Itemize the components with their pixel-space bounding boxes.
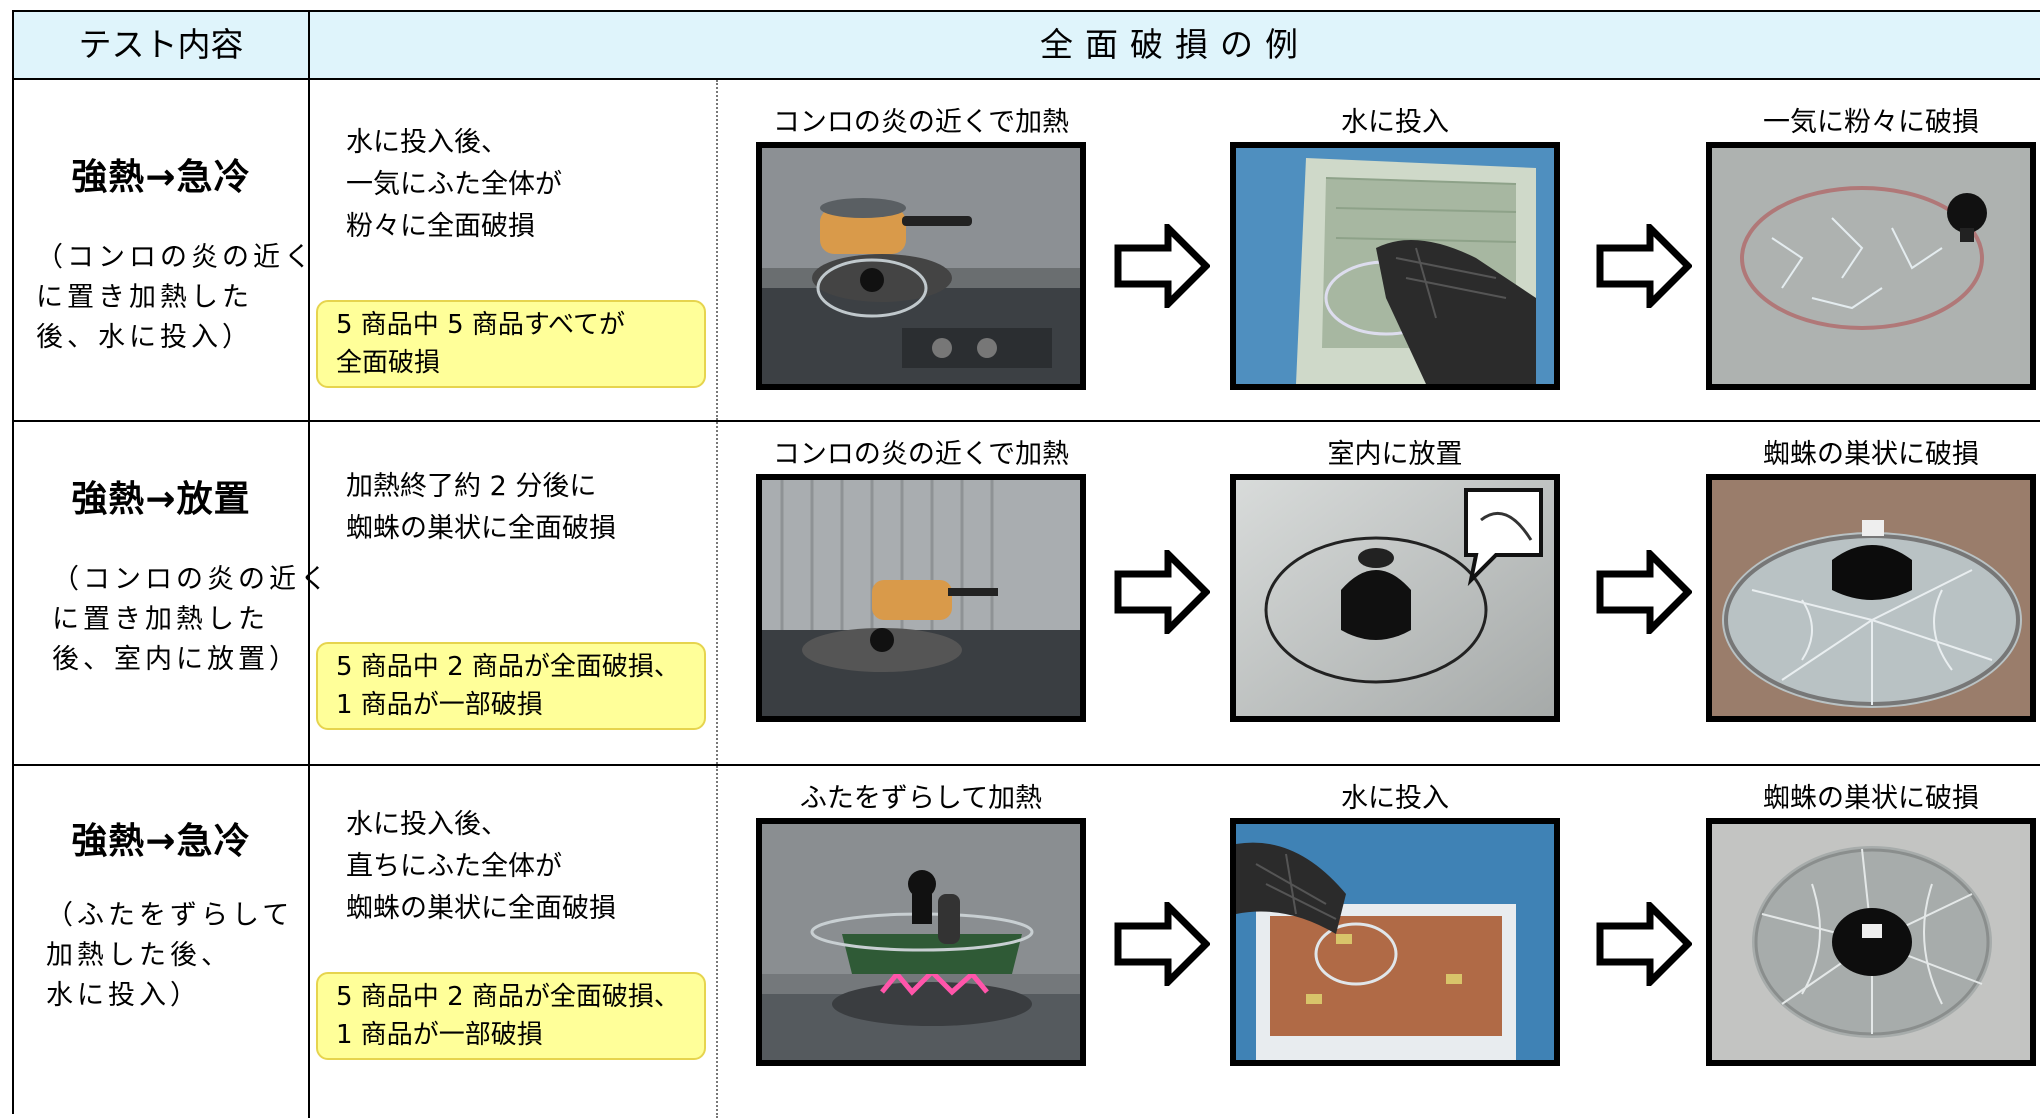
test-result-table: テスト内容 全面破損の例 強熱→急冷 （コンロの炎の近く に置き加熱した 後、水… bbox=[12, 10, 2040, 1118]
dotted-divider bbox=[716, 766, 718, 1118]
result-badge: 5 商品中 2 商品が全面破損、 1 商品が一部破損 bbox=[316, 972, 706, 1060]
table-header: テスト内容 全面破損の例 bbox=[14, 12, 2040, 80]
step-caption: 室内に放置 bbox=[1327, 439, 1463, 470]
step-caption: 水に投入 bbox=[1341, 783, 1449, 814]
result-badge: 5 商品中 2 商品が全面破損、 1 商品が一部破損 bbox=[316, 642, 706, 730]
stove-heating-photo bbox=[756, 142, 1086, 390]
table-row: 強熱→急冷 （コンロの炎の近く に置き加熱した 後、水に投入） 水に投入後、 一… bbox=[14, 80, 2040, 422]
dropping-in-water-photo bbox=[1230, 142, 1560, 390]
step-caption: コンロの炎の近くで加熱 bbox=[772, 107, 1070, 138]
right-arrow-icon bbox=[1596, 224, 1692, 308]
offset-lid-heating-photo bbox=[756, 818, 1086, 1066]
row-description: 水に投入後、 直ちにふた全体が 蜘蛛の巣状に全面破損 bbox=[346, 809, 616, 924]
row-subtitle: （コンロの炎の近く に置き加熱した 後、水に投入） bbox=[36, 242, 315, 353]
step-caption: 蜘蛛の巣状に破損 bbox=[1763, 439, 1979, 470]
row-subtitle: （ふたをずらして 加熱した後、 水に投入） bbox=[46, 900, 294, 1011]
row-title: 強熱→放置 bbox=[71, 479, 251, 520]
header-test-content: テスト内容 bbox=[14, 12, 310, 78]
row-title: 強熱→急冷 bbox=[71, 821, 251, 862]
right-arrow-icon bbox=[1114, 550, 1210, 634]
dotted-divider bbox=[716, 422, 718, 764]
spiderweb-cracked-lid-photo bbox=[1706, 818, 2036, 1066]
spiderweb-cracked-lid-photo bbox=[1706, 474, 2036, 722]
row-title: 強熱→急冷 bbox=[71, 157, 251, 198]
stove-heating-photo bbox=[756, 474, 1086, 722]
right-arrow-icon bbox=[1596, 550, 1692, 634]
column-divider bbox=[308, 422, 310, 764]
shattered-lid-photo bbox=[1706, 142, 2036, 390]
column-divider bbox=[308, 80, 310, 420]
step-caption: コンロの炎の近くで加熱 bbox=[772, 439, 1070, 470]
table-row: 強熱→急冷 （ふたをずらして 加熱した後、 水に投入） 水に投入後、 直ちにふた… bbox=[14, 766, 2040, 1118]
row-description: 水に投入後、 一気にふた全体が 粉々に全面破損 bbox=[346, 127, 562, 242]
step-caption: 一気に粉々に破損 bbox=[1763, 107, 1979, 138]
right-arrow-icon bbox=[1114, 902, 1210, 986]
table-row: 強熱→放置 （コンロの炎の近く に置き加熱した 後、室内に放置） 加熱終了約 2… bbox=[14, 422, 2040, 766]
step-caption: ふたをずらして加熱 bbox=[799, 783, 1043, 814]
row-subtitle: （コンロの炎の近く に置き加熱した 後、室内に放置） bbox=[52, 564, 331, 675]
column-divider bbox=[308, 766, 310, 1118]
right-arrow-icon bbox=[1114, 224, 1210, 308]
header-damage-examples: 全面破損の例 bbox=[1040, 25, 1310, 64]
dropping-in-water-photo bbox=[1230, 818, 1560, 1066]
lid-left-indoors-photo bbox=[1230, 474, 1560, 722]
right-arrow-icon bbox=[1596, 902, 1692, 986]
dotted-divider bbox=[716, 80, 718, 420]
result-badge: 5 商品中 5 商品すべてが 全面破損 bbox=[316, 300, 706, 388]
step-caption: 水に投入 bbox=[1341, 107, 1449, 138]
step-caption: 蜘蛛の巣状に破損 bbox=[1763, 783, 1979, 814]
row-description: 加熱終了約 2 分後に 蜘蛛の巣状に全面破損 bbox=[346, 471, 616, 544]
